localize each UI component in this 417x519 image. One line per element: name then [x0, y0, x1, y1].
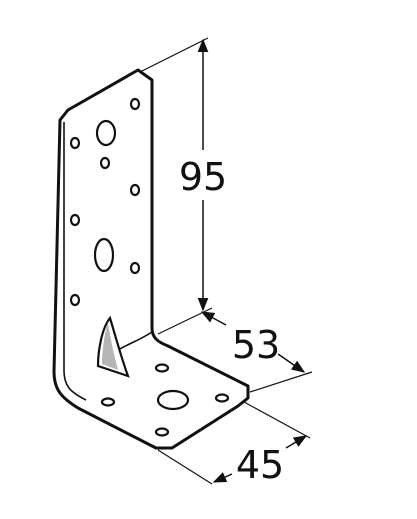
- hole: [99, 156, 111, 170]
- extension-line-width-right: [243, 401, 311, 439]
- depth-label: 53: [232, 323, 280, 367]
- hole: [154, 363, 170, 373]
- dimension-line-width: [212, 472, 233, 483]
- base-plate-holes: [100, 363, 230, 437]
- dimension-line-depth-lower: [277, 353, 306, 373]
- hole: [214, 393, 230, 403]
- bend-line-inner: [117, 331, 153, 351]
- bracket-outline: [52, 68, 250, 450]
- extension-line-width-left: [157, 449, 213, 485]
- hole: [154, 427, 170, 437]
- hole: [100, 397, 116, 407]
- rib-shadow: [102, 322, 118, 370]
- dimension-line-width-right: [285, 435, 308, 449]
- extension-line-top: [139, 37, 209, 73]
- extension-line-bottom: [157, 307, 213, 335]
- vertical-plate-holes: [69, 97, 141, 307]
- dimension-line-depth: [200, 311, 227, 326]
- hole: [69, 213, 81, 227]
- angle-bracket: [52, 68, 250, 450]
- hole-large-middle: [93, 237, 115, 273]
- hole-large-top: [95, 119, 117, 147]
- hole: [129, 183, 141, 197]
- hole: [69, 136, 81, 150]
- bend-line: [63, 122, 87, 401]
- dimension-depth: 53: [200, 311, 313, 393]
- hole-large-base: [156, 389, 190, 411]
- dimension-width: 45: [157, 401, 311, 487]
- hole: [69, 293, 81, 307]
- height-label: 95: [179, 155, 227, 199]
- extension-line-depth: [249, 371, 313, 393]
- width-label: 45: [236, 443, 284, 487]
- hole: [129, 97, 141, 111]
- hole: [129, 261, 141, 275]
